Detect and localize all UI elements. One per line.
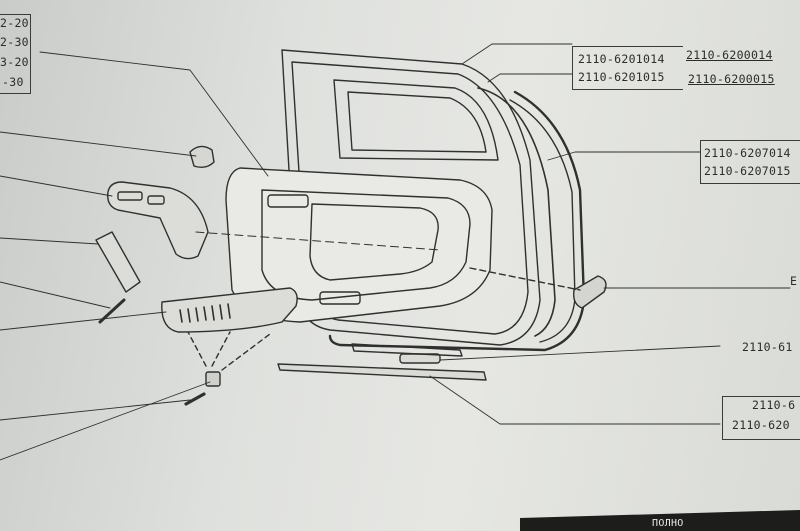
window-opening	[333, 79, 499, 161]
label-2110-620: 2110-620	[732, 418, 790, 432]
handle-recess	[267, 194, 309, 208]
group1-bracket	[572, 46, 683, 90]
label-left-4: -30	[2, 75, 24, 89]
dashed-panel-line	[195, 231, 441, 251]
dashed-handle-link	[469, 267, 581, 291]
label-left-2: 2-30	[0, 35, 29, 49]
label-2110-61: 2110-61	[742, 340, 793, 354]
dashed-arrow-2	[211, 331, 231, 367]
footer-fragment: ПОЛНО	[652, 518, 684, 529]
armrest-slot-2	[147, 195, 165, 205]
trim-strip	[95, 231, 141, 293]
label-left-3: 3-20	[0, 55, 29, 69]
group2-bracket	[700, 140, 800, 184]
door-seal	[328, 90, 586, 352]
label-6207014: 2110-6207014	[704, 146, 791, 160]
small-screw	[184, 392, 206, 406]
label-6201014: 2110-6201014	[578, 52, 665, 66]
leader-lines	[0, 43, 791, 461]
glass-run-channel	[477, 87, 556, 337]
sill-strip	[351, 343, 463, 357]
label-e: E	[790, 274, 798, 288]
label-6201015: 2110-6201015	[578, 70, 665, 84]
dashed-arrow-1	[187, 331, 207, 367]
clip	[189, 145, 215, 169]
label-2110-6: 2110-6	[752, 398, 796, 412]
label-6200015: 2110-6200015	[688, 72, 775, 86]
door-seal-inner	[509, 99, 576, 343]
left-bracket	[0, 14, 31, 94]
panel-pocket	[309, 203, 439, 281]
dashed-arrow-3	[221, 333, 271, 371]
label-left-1: 2-20	[0, 16, 29, 30]
armrest	[107, 181, 209, 260]
page-edge-strip	[520, 510, 800, 531]
nut	[205, 371, 221, 387]
grille-slots	[179, 303, 231, 323]
lower-right-bracket	[722, 396, 800, 440]
label-6200014: 2110-6200014	[686, 48, 773, 62]
armrest-slot	[117, 191, 143, 201]
lower-seal-strip	[277, 363, 487, 381]
armrest-recess	[319, 291, 361, 305]
label-6207015: 2110-6207015	[704, 164, 791, 178]
door-handle	[572, 275, 607, 309]
window-opening-inner	[347, 91, 487, 153]
